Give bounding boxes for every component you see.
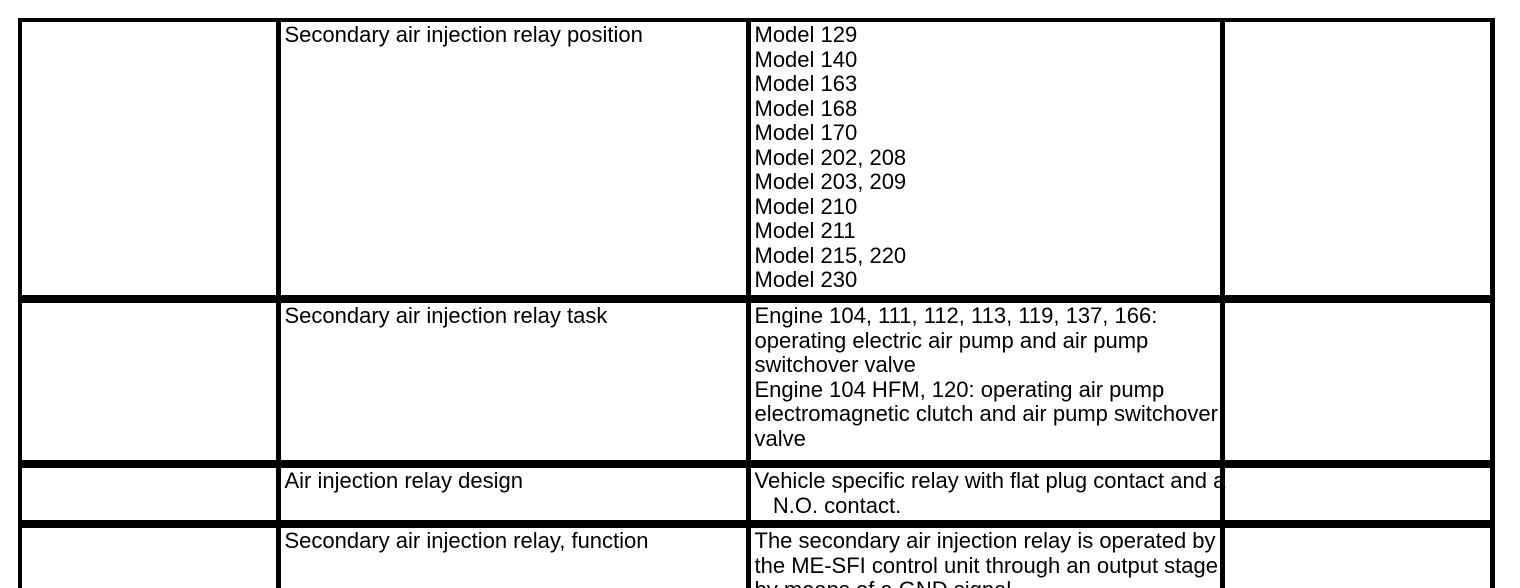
value-line: The secondary air injection relay is ope… bbox=[754, 528, 1216, 553]
value-line: electromagnetic clutch and air pump swit… bbox=[754, 401, 1218, 426]
value-line: the ME-SFI control unit through an outpu… bbox=[754, 552, 1219, 578]
value-line: Model 210 bbox=[754, 193, 858, 219]
notes-cell bbox=[1219, 18, 1495, 303]
label-cell: Air injection relay design bbox=[275, 464, 748, 528]
specification-table: Secondary air injection relay position M… bbox=[18, 18, 1495, 588]
value-line: Vehicle specific relay with flat plug co… bbox=[754, 468, 1226, 493]
value-line: Model 215, 220 bbox=[754, 242, 907, 268]
value-line: Engine 104 HFM, 120: operating air pump bbox=[754, 376, 1165, 402]
row-label: Secondary air injection relay position bbox=[284, 22, 643, 47]
row-label: Air injection relay design bbox=[284, 468, 523, 493]
table-row-relay-function: Secondary air injection relay, function … bbox=[18, 524, 1495, 588]
value-line: Model 203, 209 bbox=[754, 169, 907, 194]
value-line: Model 202, 208 bbox=[754, 144, 907, 170]
value-line: valve bbox=[754, 425, 806, 451]
value-line: switchover valve bbox=[754, 352, 916, 377]
notes-cell bbox=[1219, 464, 1495, 528]
table-row-relay-design: Air injection relay design Vehicle speci… bbox=[18, 464, 1495, 528]
value-line: Model 230 bbox=[754, 267, 858, 292]
spec-cell bbox=[18, 299, 278, 468]
notes-cell bbox=[1219, 524, 1495, 588]
value-cell: The secondary air injection relay is ope… bbox=[745, 524, 1222, 588]
value-line: Model 170 bbox=[754, 120, 858, 145]
value-line: Model 140 bbox=[754, 46, 858, 72]
value-line: Engine 104, 111, 112, 113, 119, 137, 166… bbox=[754, 303, 1158, 328]
value-cell: Vehicle specific relay with flat plug co… bbox=[745, 464, 1226, 528]
value-line: Model 129 bbox=[754, 22, 858, 47]
value-line: by means of a GND signal. bbox=[755, 577, 1220, 588]
value-cell: Engine 104, 111, 112, 113, 119, 137, 166… bbox=[745, 299, 1222, 468]
label-cell: Secondary air injection relay task bbox=[275, 299, 748, 468]
row-label: Secondary air injection relay, function bbox=[284, 528, 649, 553]
value-line: N.O. contact. bbox=[754, 492, 902, 518]
spec-cell bbox=[18, 18, 278, 303]
value-line: Model 163 bbox=[754, 71, 858, 96]
notes-cell bbox=[1219, 299, 1495, 468]
label-cell: Secondary air injection relay position bbox=[275, 18, 748, 303]
value-cell: Model 129 Model 140 Model 163 Model 168 … bbox=[745, 18, 1222, 303]
table-row-relay-position: Secondary air injection relay position M… bbox=[18, 18, 1495, 303]
row-label: Secondary air injection relay task bbox=[284, 303, 608, 328]
spec-cell bbox=[18, 524, 278, 588]
label-cell: Secondary air injection relay, function bbox=[275, 524, 748, 588]
value-line: operating electric air pump and air pump bbox=[754, 327, 1149, 353]
spec-cell bbox=[18, 464, 278, 528]
value-line: Model 211 bbox=[754, 218, 856, 243]
table-row-relay-task: Secondary air injection relay task Engin… bbox=[18, 299, 1495, 468]
value-line: Model 168 bbox=[754, 95, 858, 121]
